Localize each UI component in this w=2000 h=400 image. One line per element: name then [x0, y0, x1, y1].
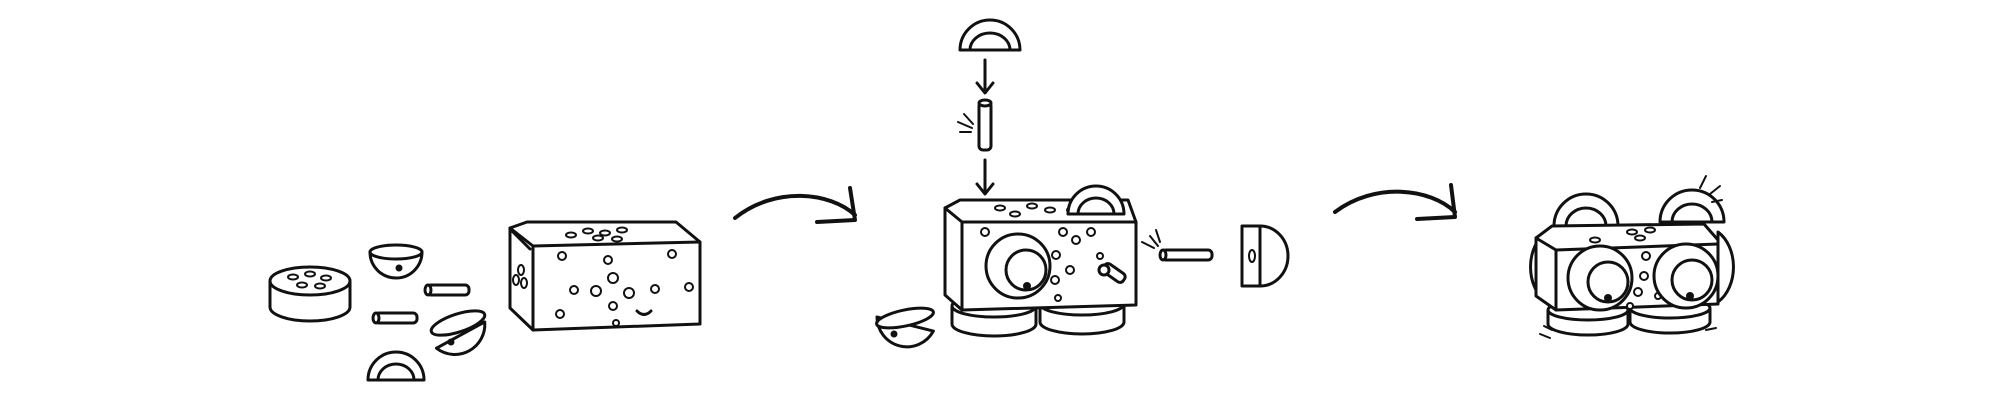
half-dome	[366, 350, 426, 382]
half-dome	[958, 18, 1022, 52]
step-finished	[1529, 175, 1735, 339]
sponge-block	[508, 220, 702, 332]
eye	[984, 232, 1052, 300]
down-arrow-icon	[975, 158, 995, 196]
eye-right	[1652, 242, 1720, 310]
half-dome-side	[1240, 224, 1290, 288]
peg	[1158, 248, 1214, 262]
peg	[977, 98, 993, 152]
step-parts	[268, 220, 702, 382]
half-dome-open	[368, 243, 424, 280]
flat-disc	[268, 265, 352, 323]
down-arrow-icon	[975, 58, 995, 95]
curved-arrow	[733, 186, 857, 224]
eye-left	[1566, 244, 1634, 312]
half-dome-open	[875, 306, 935, 349]
peg	[1097, 262, 1127, 284]
step-assembly	[875, 18, 1290, 349]
motion-lines	[1141, 229, 1161, 249]
curved-arrow	[1333, 183, 1457, 221]
motion-lines	[957, 113, 974, 133]
character	[1529, 175, 1735, 339]
half-dome-tilted	[429, 309, 487, 356]
peg	[423, 283, 471, 297]
half-dome	[1066, 184, 1126, 216]
peg	[371, 311, 419, 325]
